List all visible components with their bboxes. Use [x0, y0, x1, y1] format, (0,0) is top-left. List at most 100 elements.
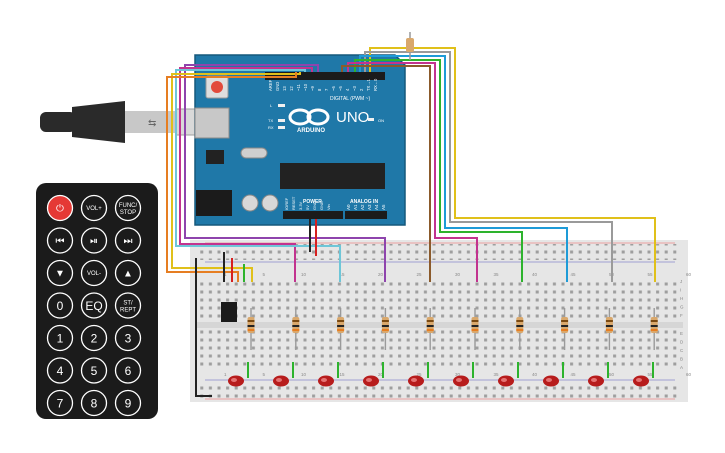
remote-button[interactable]: ST/REPT — [114, 292, 142, 319]
resistor[interactable] — [292, 308, 300, 350]
power-header-strip — [283, 211, 343, 219]
remote-button-label: 4 — [57, 364, 64, 378]
next-button[interactable]: ⏭ — [114, 227, 142, 254]
power-jack — [196, 190, 232, 216]
column-number-bottom: 30 — [455, 372, 461, 377]
resistor[interactable] — [561, 308, 569, 350]
resistor[interactable] — [650, 308, 658, 350]
remote-button-label: FUNC/ — [119, 203, 138, 209]
remote-button-label: 8 — [91, 396, 98, 410]
top-resistor — [406, 38, 414, 52]
red-led[interactable] — [228, 362, 249, 387]
analog-pin-label: A3 — [367, 204, 372, 210]
resistors — [247, 308, 658, 350]
resistor[interactable] — [381, 308, 389, 350]
column-number-top: 35 — [494, 272, 500, 277]
arduino-board[interactable]: ARDUINO UNO DIGITAL (PWM ~) POWER ANALOG… — [194, 54, 406, 226]
digital-pin-label: ~5 — [338, 86, 343, 91]
column-number-top: 5 — [263, 272, 266, 277]
prev-button[interactable]: ⏮ — [46, 227, 74, 254]
top-terminal-area — [200, 278, 678, 320]
remote-button[interactable]: EQ — [80, 292, 108, 319]
digital-pin-label: 12 — [289, 86, 294, 91]
remote-button[interactable]: 0 — [46, 292, 74, 319]
resistor[interactable] — [516, 308, 524, 350]
row-letter: C — [680, 348, 684, 353]
column-number-bottom: 40 — [532, 372, 538, 377]
remote-button[interactable]: 7 — [46, 389, 74, 417]
remote-button[interactable]: 5 — [80, 357, 108, 384]
remote-button[interactable]: VOL- — [80, 259, 108, 287]
arduino-model: UNO — [336, 109, 369, 126]
row-letter: E — [680, 331, 683, 336]
column-number-bottom: 5 — [263, 372, 266, 377]
on-led — [368, 118, 374, 121]
red-led[interactable] — [543, 362, 564, 387]
red-led[interactable] — [363, 362, 384, 387]
column-number-top: 60 — [686, 272, 692, 277]
up-icon: ▲ — [123, 269, 133, 280]
remote-button-label: EQ — [85, 299, 102, 313]
column-number-top: 20 — [378, 272, 384, 277]
remote-button-label: REPT — [120, 308, 136, 314]
red-led[interactable] — [588, 362, 609, 387]
column-number-bottom: 1 — [224, 372, 227, 377]
power-header-label: POWER — [303, 199, 322, 205]
remote-button[interactable]: VOL+ — [80, 194, 108, 222]
next-icon: ⏭ — [124, 236, 133, 247]
column-number-top: 25 — [417, 272, 423, 277]
rx-led — [278, 126, 285, 129]
column-number-bottom: 25 — [417, 372, 423, 377]
remote-button[interactable]: 9 — [114, 389, 142, 417]
column-number-bottom: 60 — [686, 372, 692, 377]
red-led[interactable] — [408, 362, 429, 387]
usb-cable-end — [40, 112, 76, 132]
tx-led-label: TX — [268, 118, 273, 123]
power-button[interactable]: ⏻ — [46, 194, 74, 222]
remote-button[interactable]: 3 — [114, 324, 142, 352]
remote-button[interactable]: 4 — [46, 357, 74, 384]
arduino-logo-right — [306, 108, 330, 126]
remote-button[interactable]: 6 — [114, 357, 142, 384]
remote-button[interactable]: FUNC/STOP — [114, 194, 142, 222]
arduino-logo-left — [288, 108, 312, 126]
wire-orange — [166, 72, 297, 282]
breadboard[interactable]: 1155101015152020252530303535404045455050… — [190, 240, 692, 402]
play-pause-button[interactable]: ⏯ — [80, 227, 108, 254]
wire-magenta — [179, 67, 313, 282]
resistor[interactable] — [471, 308, 479, 350]
resistor[interactable] — [247, 308, 255, 350]
power-pin-label: RESET — [291, 196, 296, 210]
red-led[interactable] — [273, 362, 294, 387]
red-led[interactable] — [633, 362, 654, 387]
red-led[interactable] — [453, 362, 474, 387]
down-button[interactable]: ▼ — [46, 259, 74, 287]
remote-button[interactable]: 2 — [80, 324, 108, 352]
digital-pin-label: ~9 — [310, 86, 315, 91]
red-led[interactable] — [318, 362, 339, 387]
l-led-label: L — [270, 103, 273, 108]
column-number-top: 10 — [301, 272, 307, 277]
column-number-top: 40 — [532, 272, 538, 277]
prev-icon: ⏮ — [56, 236, 65, 247]
power-pin-label: IOREF — [284, 197, 289, 210]
remote-button[interactable]: 1 — [46, 324, 74, 352]
red-led[interactable] — [498, 362, 519, 387]
remote-button-label: ST/ — [123, 301, 133, 307]
column-numbers: 1155101015152020252530303535404045455050… — [224, 272, 692, 377]
remote-button[interactable]: 8 — [80, 389, 108, 417]
power-pin-label: 5V — [305, 205, 310, 210]
resistor[interactable] — [426, 308, 434, 350]
resistor[interactable] — [337, 308, 345, 350]
ir-receiver[interactable] — [221, 302, 237, 322]
wires — [166, 32, 656, 397]
down-icon: ▼ — [55, 269, 65, 280]
capacitor-1 — [241, 194, 259, 212]
digital-pin-label: ~6 — [331, 86, 336, 91]
resistor[interactable] — [605, 308, 613, 350]
remote-button-label: 1 — [57, 331, 64, 345]
remote-button-label: STOP — [120, 210, 136, 216]
up-button[interactable]: ▲ — [114, 259, 142, 287]
